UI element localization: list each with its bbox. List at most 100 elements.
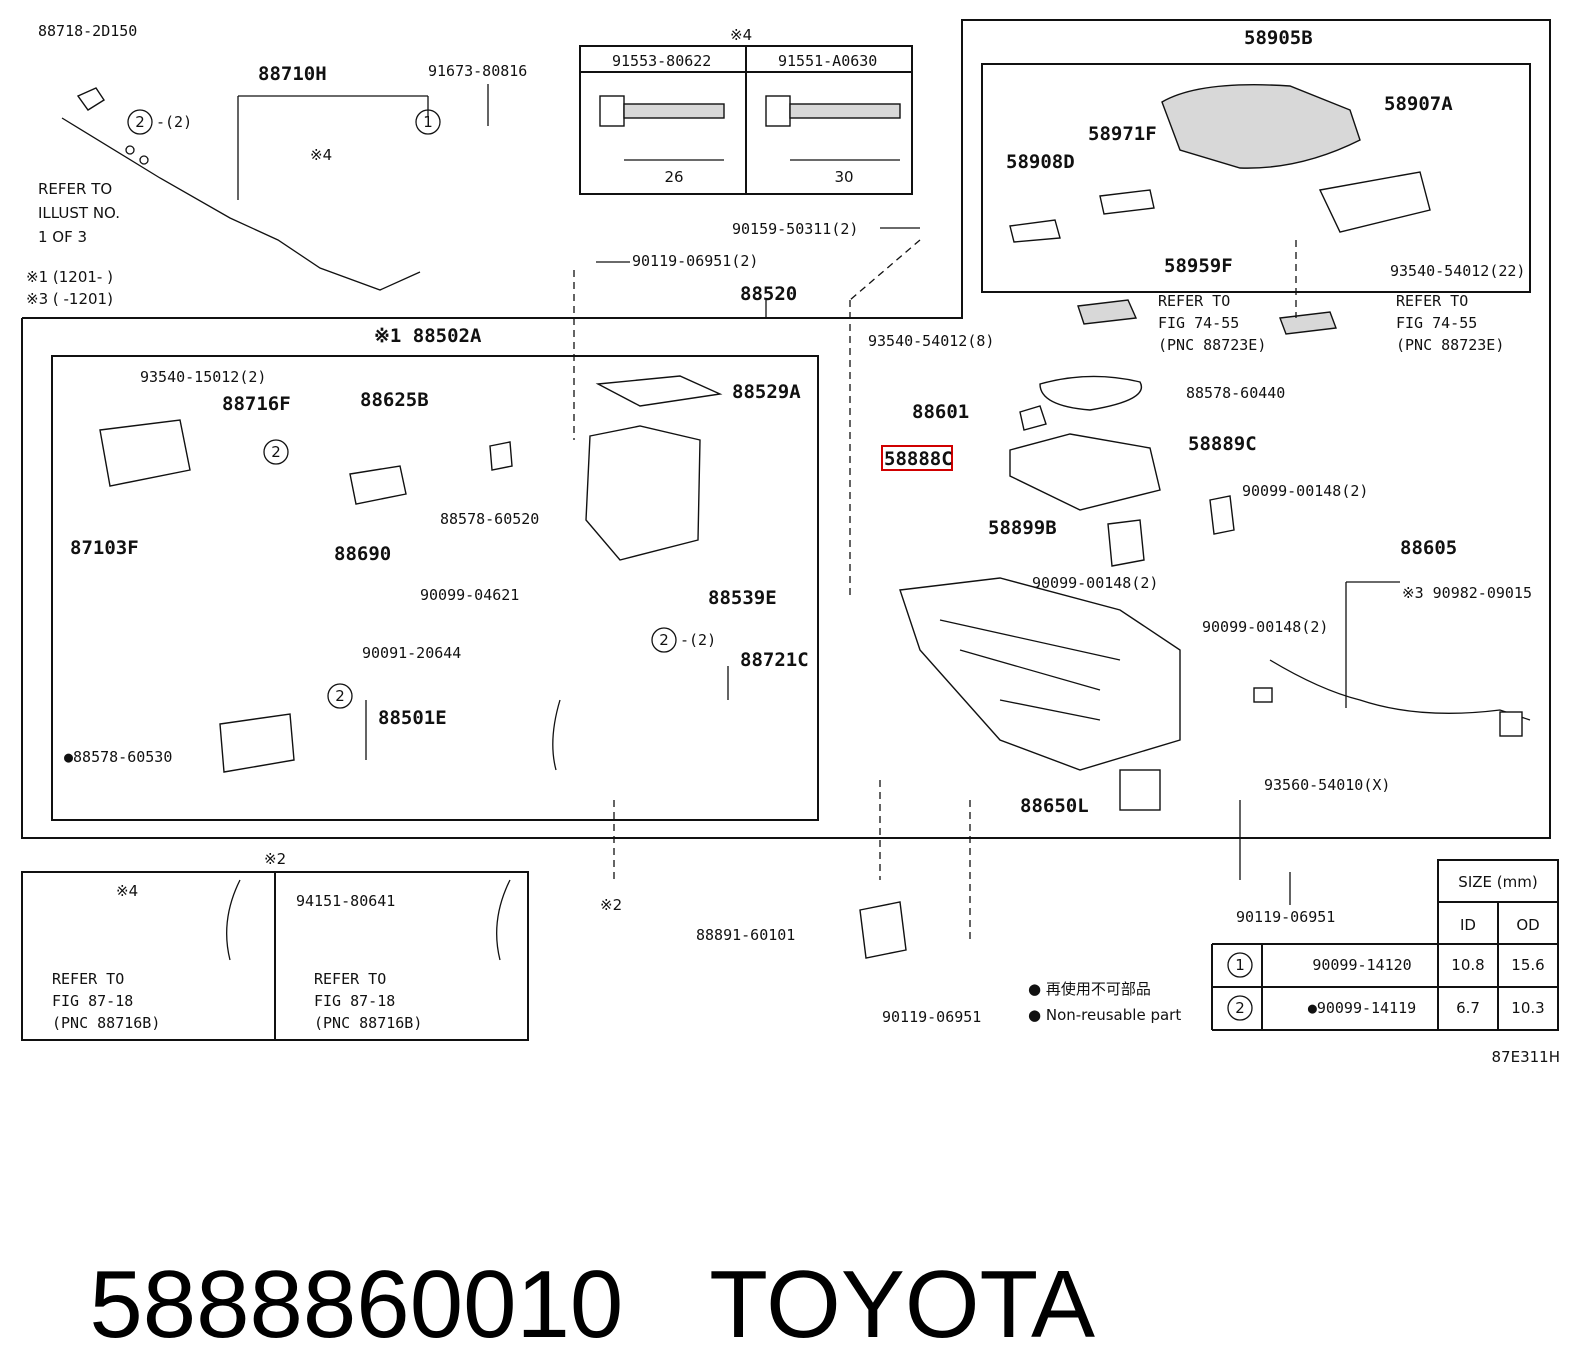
refer-text: FIG 87-18 <box>52 992 133 1010</box>
part-label: 90091-20644 <box>362 644 461 662</box>
part-label: 88578-60440 <box>1186 384 1285 402</box>
note-text: ※4 <box>310 146 332 164</box>
frames <box>21 19 1551 1041</box>
bracket-58889C <box>1209 495 1235 535</box>
legend-jp: ● 再使用不可部品 <box>1028 980 1151 998</box>
part-label: 88716F <box>222 393 291 415</box>
brand-name: TOYOTA <box>709 1251 1096 1358</box>
leader-lines <box>237 84 1400 940</box>
part-label: 93560-54010(X) <box>1264 776 1390 794</box>
size-row-od: 15.6 <box>1511 956 1544 974</box>
mat-88529A <box>595 375 723 407</box>
parts-diagram: SIZE (mm) ID OD 1 90099-14120 10.8 15.6 … <box>21 19 1560 1066</box>
part-label: 58889C <box>1188 433 1257 455</box>
refer-text: REFER TO <box>1396 292 1468 310</box>
diagram-code: 87E311H <box>1492 1048 1560 1066</box>
upper-panel-58888C <box>1009 433 1161 511</box>
refer-text: (PNC 88716B) <box>52 1014 160 1032</box>
part-88690 <box>349 465 407 505</box>
part-label: 90159-50311(2) <box>732 220 858 238</box>
part-label: 88529A <box>732 381 801 403</box>
size-row-ref: 2 <box>1235 999 1245 1017</box>
part-label: ※1 88502A <box>374 325 482 347</box>
labels: 88718-2D150 88710H 91673-80816 REFER TO … <box>26 22 1560 1066</box>
part-label: 58959F <box>1164 255 1233 277</box>
refer-text: REFER TO <box>52 970 124 988</box>
refer-text: REFER TO <box>1158 292 1230 310</box>
ref-circle-label: 2 <box>271 443 281 461</box>
part-label: 88578-60520 <box>440 510 539 528</box>
dimension-label: 30 <box>834 168 853 186</box>
part-label: ●88578-60530 <box>64 748 172 766</box>
dimension-label: 26 <box>664 168 683 186</box>
part-label: 93540-54012(8) <box>868 332 994 350</box>
part-label: 88539E <box>708 587 777 609</box>
part-label: 93540-15012(2) <box>140 368 266 386</box>
part-label: 88718-2D150 <box>38 22 137 40</box>
part-label: 58908D <box>1006 151 1075 173</box>
note-text: ※1 (1201- ) <box>26 268 113 286</box>
note-text: ※3 ( -1201) <box>26 290 113 308</box>
part-label: 88601 <box>912 401 969 423</box>
part-88601 <box>1019 405 1047 431</box>
part-label: 94151-80641 <box>296 892 395 910</box>
refer-text: FIG 74-55 <box>1396 314 1477 332</box>
part-drawings <box>61 84 1531 961</box>
size-row-ref: 1 <box>1235 956 1245 974</box>
refer-text: (PNC 88723E) <box>1158 336 1266 354</box>
part-label: 88520 <box>740 283 797 305</box>
part-label: 88605 <box>1400 537 1457 559</box>
part-label: 88650L <box>1020 795 1089 817</box>
note-text: ※2 <box>600 896 622 914</box>
clip-58908D <box>1009 219 1061 243</box>
armrest-lid <box>1161 84 1361 169</box>
size-row-part: ●90099-14119 <box>1308 999 1416 1017</box>
part-label: 88501E <box>378 707 447 729</box>
size-table: SIZE (mm) ID OD 1 90099-14120 10.8 15.6 … <box>1211 859 1559 1031</box>
qty-label: -(2) <box>680 631 716 649</box>
qty-label: -(2) <box>156 113 192 131</box>
part-label: 90099-00148(2) <box>1202 618 1328 636</box>
refer-text: (PNC 88723E) <box>1396 336 1504 354</box>
size-row-id: 6.7 <box>1456 999 1480 1017</box>
part-label: 88891-60101 <box>696 926 795 944</box>
module-88650L <box>1119 769 1161 811</box>
part-label: 88625B <box>360 389 429 411</box>
refer-text: (PNC 88716B) <box>314 1014 422 1032</box>
part-label: 88710H <box>258 63 327 85</box>
ref-circle-label: 2 <box>135 113 145 131</box>
part-label: 90099-00148(2) <box>1032 574 1158 592</box>
bezel-88578-60440 <box>1039 375 1143 411</box>
bolt-drawing-2 <box>765 95 901 161</box>
size-row-id: 10.8 <box>1451 956 1484 974</box>
part-label: 90119-06951 <box>882 1008 981 1026</box>
latch-58971F <box>1099 189 1155 215</box>
refer-text: REFER TO <box>38 180 112 198</box>
size-table-title: SIZE (mm) <box>1458 873 1537 891</box>
size-row-od: 10.3 <box>1511 999 1544 1017</box>
unit-87103F <box>99 419 191 487</box>
refer-text: ILLUST NO. <box>38 204 120 222</box>
part-label: ※3 90982-09015 <box>1402 584 1532 602</box>
part-label: 90099-04621 <box>420 586 519 604</box>
part-label: 87103F <box>70 537 139 559</box>
size-table-col-od: OD <box>1516 916 1539 934</box>
size-table-col-id: ID <box>1460 916 1476 934</box>
highlight-box <box>881 445 953 471</box>
part-label: 90099-00148(2) <box>1242 482 1368 500</box>
heater-88501E <box>219 713 295 773</box>
note-text: ※2 <box>264 850 286 868</box>
console-body-88520 <box>899 577 1181 771</box>
note-text: ※4 <box>116 882 138 900</box>
part-label: 93540-54012(22) <box>1390 262 1525 280</box>
bracket-58899B <box>1107 519 1145 567</box>
part-label: 88690 <box>334 543 391 565</box>
ref-circle-label: 2 <box>335 687 345 705</box>
bracket-88891 <box>859 901 907 959</box>
refer-text: FIG 87-18 <box>314 992 395 1010</box>
part-label: 90119-06951 <box>1236 908 1335 926</box>
note-text: ※4 <box>730 26 752 44</box>
bolt-drawing-1 <box>599 95 725 161</box>
part-label: 58971F <box>1088 123 1157 145</box>
